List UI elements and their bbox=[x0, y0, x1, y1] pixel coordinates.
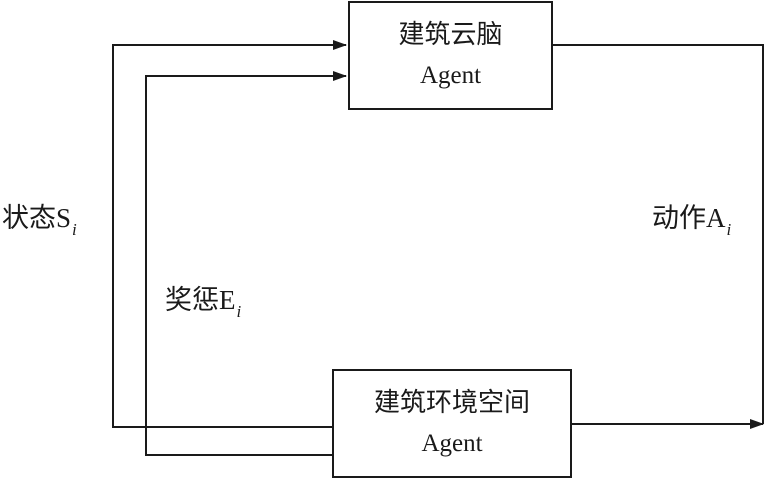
environment-agent-box: 建筑环境空间 Agent bbox=[332, 369, 572, 478]
reward-label-text: 奖惩 bbox=[165, 285, 219, 316]
action-line bbox=[553, 44, 764, 424]
state-arrow bbox=[112, 40, 347, 428]
action-label: 动作Ai bbox=[652, 203, 731, 239]
environment-title: 建筑环境空间 bbox=[373, 387, 530, 418]
environment-subtitle: Agent bbox=[421, 430, 483, 458]
state-label-subscript: i bbox=[72, 220, 77, 239]
action-label-text: 动作 bbox=[652, 203, 706, 234]
state-label: 状态Si bbox=[2, 203, 77, 239]
cloud-brain-title: 建筑云脑 bbox=[398, 19, 503, 50]
reward-label-subscript: i bbox=[236, 302, 242, 321]
action-label-symbol: A bbox=[706, 203, 726, 233]
reward-label-symbol: E bbox=[219, 285, 236, 315]
state-label-symbol: S bbox=[56, 203, 72, 233]
reward-label: 奖惩Ei bbox=[165, 285, 241, 321]
action-label-subscript: i bbox=[726, 220, 732, 239]
cloud-brain-subtitle: Agent bbox=[419, 62, 482, 90]
reward-arrow bbox=[145, 71, 347, 456]
cloud-brain-agent-box: 建筑云脑 Agent bbox=[348, 1, 553, 110]
state-label-text: 状态 bbox=[2, 203, 56, 234]
